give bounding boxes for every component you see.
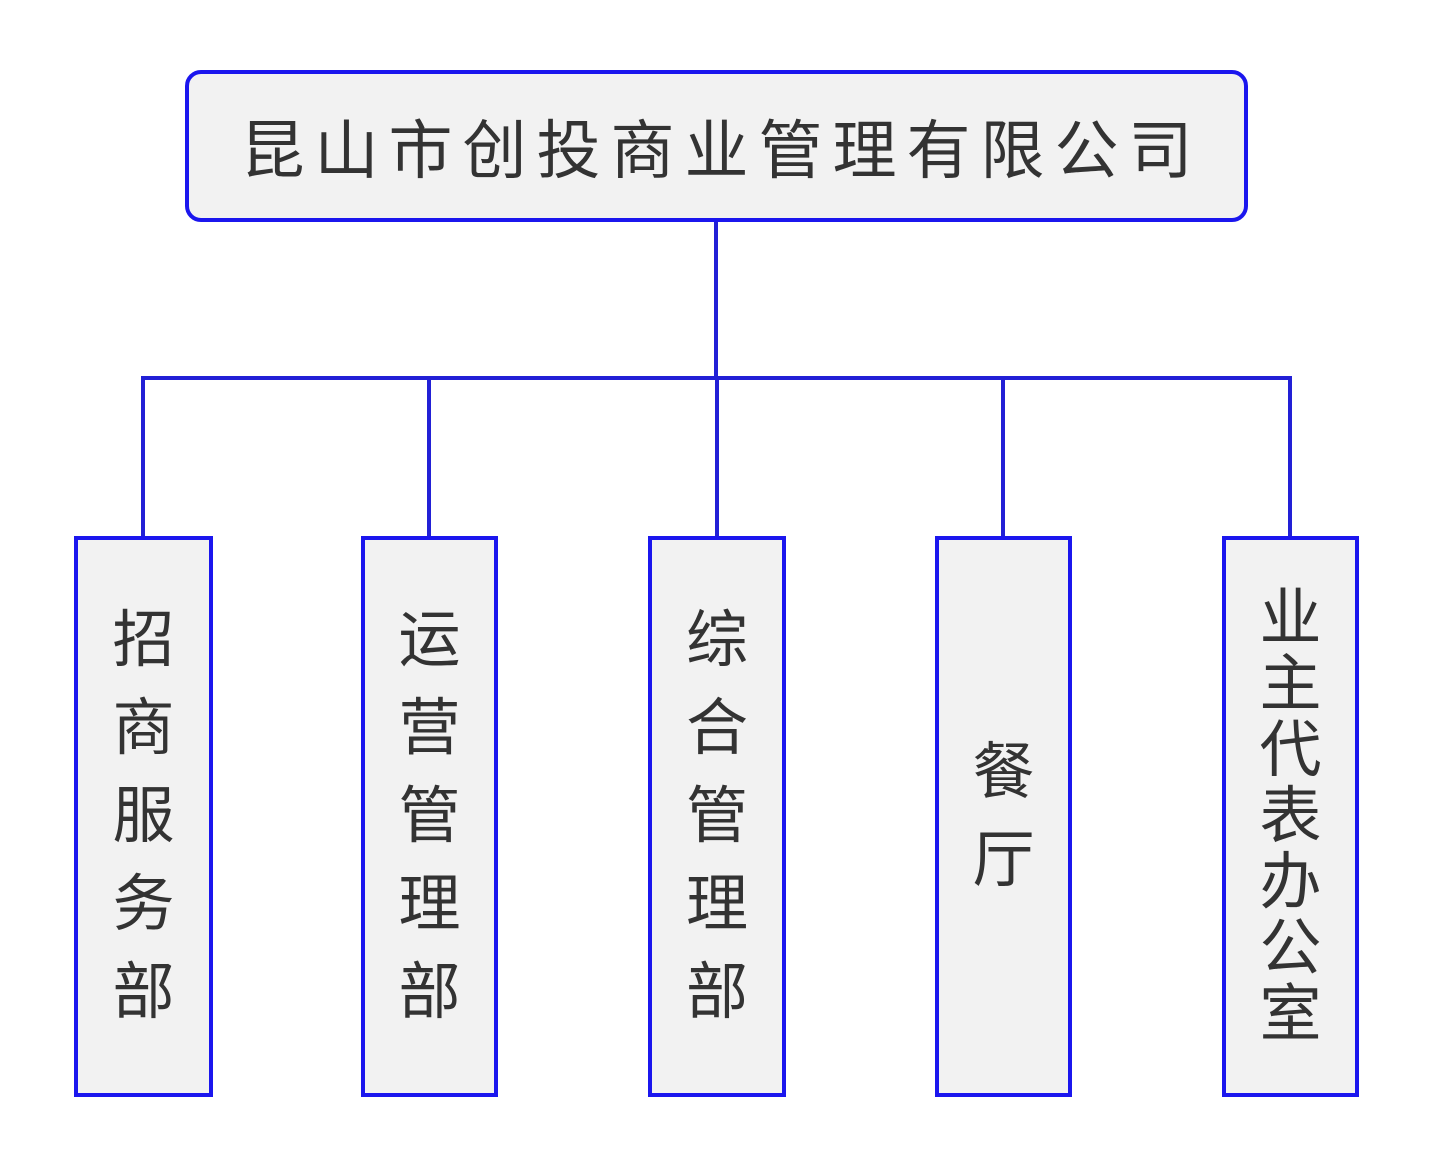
dept-node-label: 运营管理部 — [398, 605, 461, 1027]
dept-node-label: 业主代表办公室 — [1259, 583, 1322, 1049]
dept-node-restaurant[interactable]: 餐厅 — [935, 536, 1072, 1097]
dept-node-owner-representative-office[interactable]: 业主代表办公室 — [1222, 536, 1359, 1097]
connector-drop-1 — [141, 376, 145, 540]
dept-node-operations-management[interactable]: 运营管理部 — [361, 536, 498, 1097]
dept-node-investment-service[interactable]: 招商服务部 — [74, 536, 213, 1097]
root-node-company[interactable]: 昆山市创投商业管理有限公司 — [185, 70, 1248, 222]
connector-drop-3 — [715, 376, 719, 540]
dept-node-label: 综合管理部 — [685, 605, 748, 1027]
connector-drop-4 — [1001, 376, 1005, 540]
connector-drop-5 — [1288, 376, 1292, 540]
dept-node-label: 招商服务部 — [112, 605, 175, 1027]
root-node-label: 昆山市创投商业管理有限公司 — [240, 115, 1203, 187]
connector-drop-2 — [427, 376, 431, 540]
connector-root-stem — [714, 222, 718, 380]
dept-node-label: 餐厅 — [972, 737, 1035, 895]
dept-node-general-management[interactable]: 综合管理部 — [648, 536, 786, 1097]
